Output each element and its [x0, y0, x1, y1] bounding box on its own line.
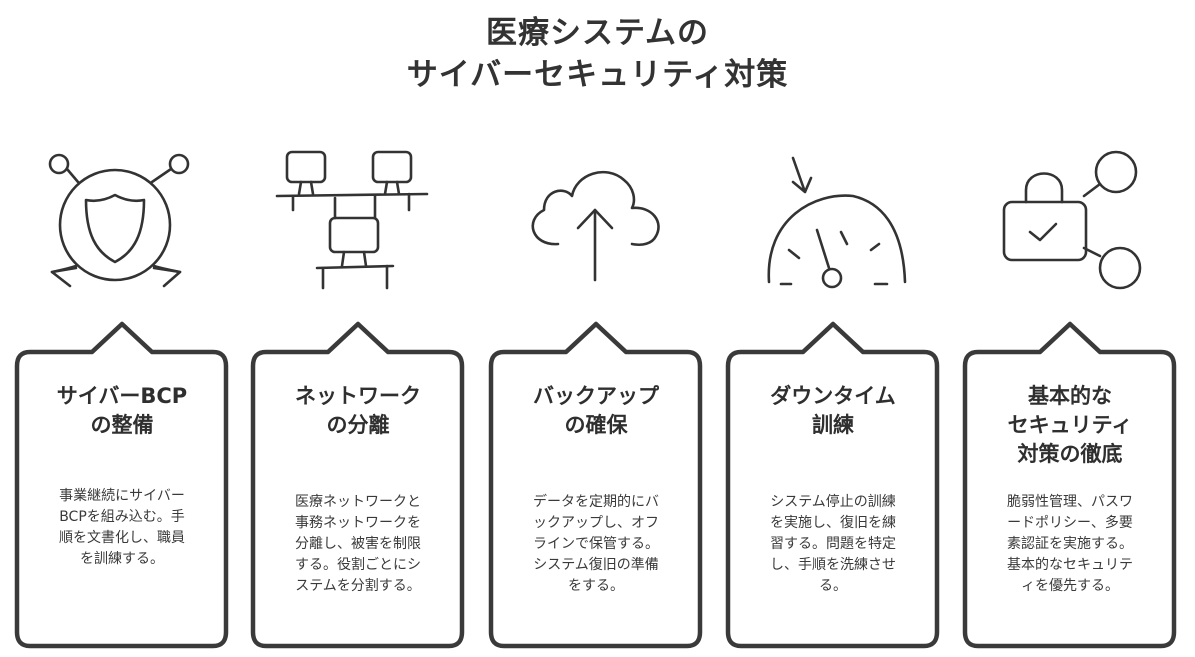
body-line: る。	[819, 578, 847, 594]
card-heading: ダウンタイム 訓練	[735, 382, 931, 440]
card-frame-2	[250, 321, 465, 649]
heading-line: ダウンタイム	[770, 384, 896, 408]
heading-line: ネットワーク	[295, 384, 421, 408]
body-line: ィを優先する。	[1021, 578, 1119, 594]
gauge-icon	[767, 156, 907, 289]
cloud-upload-icon	[531, 170, 660, 282]
title-line-1: 医療システムの	[485, 15, 710, 51]
card-body: 事業継続にサイバー BCPを組み込む。手 順を文書化し、職員 を訓練する。	[31, 486, 213, 570]
lock-share-icon	[1002, 150, 1142, 290]
card-heading: バックアップ の確保	[498, 382, 694, 440]
card-body: 医療ネットワークと 事務ネットワークを 分離し、被害を制限 する。役割ごとにシ …	[267, 492, 449, 597]
heading-line: バックアップ	[533, 384, 659, 408]
body-line: BCPを組み込む。手	[59, 509, 185, 525]
body-line: データを定期的にバ	[533, 494, 659, 510]
heading-line: セキュリティ	[1007, 413, 1133, 437]
heading-line: の確保	[564, 413, 628, 437]
heading-line: の分離	[326, 413, 390, 437]
body-line: する。役割ごとにシ	[295, 557, 421, 573]
card-frame-4	[725, 321, 940, 649]
computer-network-icon	[275, 150, 429, 290]
body-line: 医療ネットワークと	[295, 494, 421, 510]
body-line: ステムを分割する。	[295, 578, 421, 594]
title-line-2: サイバーセキュリティ対策	[406, 57, 789, 93]
body-line: を訓練する。	[80, 551, 164, 567]
card-body: システム停止の訓練 を実施し、復旧を練 習する。問題を特定 し、手順を洗練させ …	[742, 492, 924, 597]
body-line: ックアップし、オフ	[533, 515, 659, 531]
body-line: を実施し、復旧を練	[770, 515, 896, 531]
card-frame-1	[14, 321, 229, 649]
shield-network-icon	[48, 153, 190, 288]
body-line: システム復旧の準備	[533, 557, 659, 573]
body-line: システム停止の訓練	[770, 494, 896, 510]
card-heading: 基本的な セキュリティ 対策の徹底	[972, 382, 1168, 469]
body-line: 事業継続にサイバー	[59, 488, 185, 504]
card-body: データを定期的にバ ックアップし、オフ ラインで保管する。 システム復旧の準備 …	[505, 492, 687, 597]
card-body: 脆弱性管理、パスワ ードポリシー、多要 素認証を実施する。 基本的なセキュリテ …	[979, 492, 1161, 597]
body-line: ードポリシー、多要	[1007, 515, 1133, 531]
body-line: し、手順を洗練させ	[770, 557, 896, 573]
body-line: ラインで保管する。	[533, 536, 659, 552]
heading-line: 対策の徹底	[1017, 442, 1123, 466]
heading-line: 訓練	[812, 413, 854, 437]
card-frame-3	[488, 321, 703, 649]
body-line: をする。	[568, 578, 624, 594]
body-line: 基本的なセキュリテ	[1007, 557, 1133, 573]
body-line: 習する。問題を特定	[770, 536, 896, 552]
body-line: 分離し、被害を制限	[295, 536, 421, 552]
heading-line: の整備	[90, 413, 154, 437]
heading-line: サイバーBCP	[56, 384, 188, 408]
body-line: 脆弱性管理、パスワ	[1007, 494, 1133, 510]
page-title: 医療システムの サイバーセキュリティ対策	[0, 12, 1195, 96]
body-line: 事務ネットワークを	[295, 515, 421, 531]
heading-line: 基本的な	[1028, 384, 1112, 408]
card-heading: ネットワーク の分離	[260, 382, 456, 440]
card-heading: サイバーBCP の整備	[24, 382, 220, 440]
body-line: 素認証を実施する。	[1007, 536, 1133, 552]
body-line: 順を文書化し、職員	[59, 530, 185, 546]
card-frame-5	[962, 321, 1177, 649]
